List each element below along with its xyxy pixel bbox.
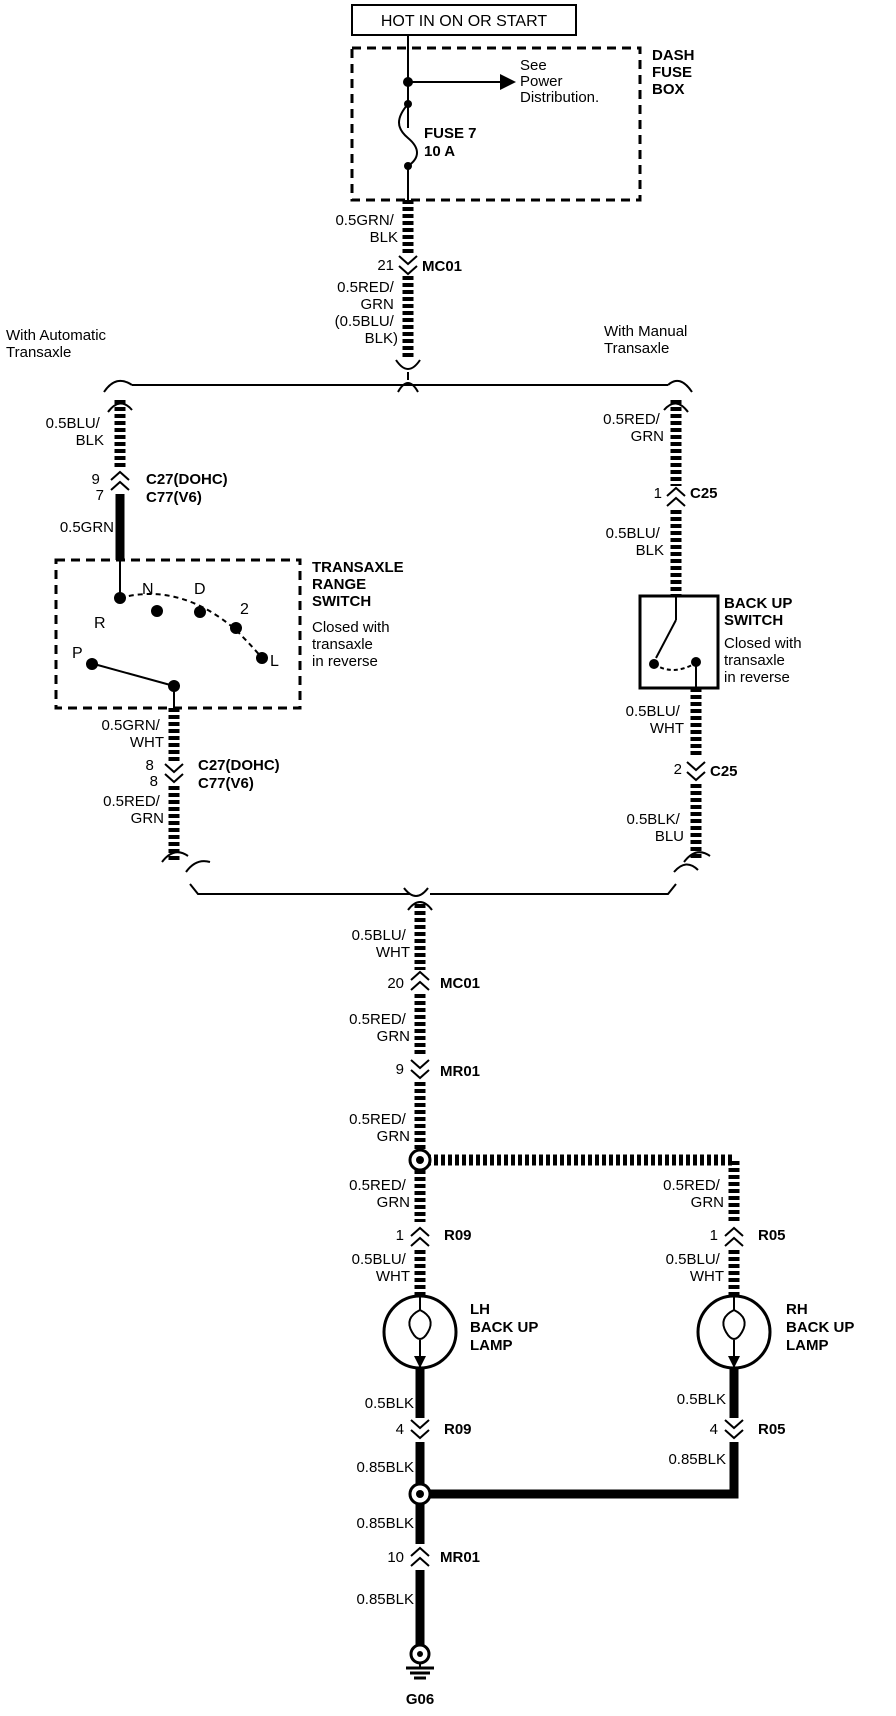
wire-label-085-blk-ground-2: 0.85BLK <box>356 1591 414 1608</box>
pin-10: 10 <box>387 1549 404 1566</box>
position-r-label: R <box>94 615 106 632</box>
position-d-contact <box>194 606 206 618</box>
connector-r09-top <box>410 1226 430 1247</box>
connector-label-r09-bottom: R09 <box>444 1421 472 1438</box>
wire-label-grn-auto: 0.5GRN <box>60 519 114 536</box>
wire-label-red-grn-auto: 0.5RED/ GRN <box>103 793 164 827</box>
connector-label-r05-top: R05 <box>758 1227 786 1244</box>
back-up-switch-outline <box>638 594 720 690</box>
wire-label-red-grn-top: 0.5RED/ GRN (0.5BLU/ BLK) <box>335 279 398 347</box>
connector-mr01-bottom <box>410 1546 430 1567</box>
position-l-contact <box>256 652 268 664</box>
wire-label-red-grn-trunk-1: 0.5RED/ GRN <box>349 1011 410 1045</box>
option-bus-bottom <box>189 883 677 895</box>
wire-label-blu-blk-auto: 0.5BLU/ BLK <box>46 415 104 449</box>
pins-c27-bottom: 8 8 <box>145 757 158 790</box>
position-2-label: 2 <box>240 601 249 618</box>
connector-r09-bottom <box>410 1419 430 1440</box>
position-r-contact <box>114 592 126 604</box>
wire-label-085-blk-lh: 0.85BLK <box>356 1459 414 1476</box>
auto-transaxle-title: With Automatic Transaxle <box>6 327 110 361</box>
position-2-contact <box>230 622 242 634</box>
connector-label-mr01-bottom: MR01 <box>440 1549 480 1566</box>
connector-label-r05-bottom: R05 <box>758 1421 786 1438</box>
back-up-switch-blade <box>655 619 677 659</box>
position-l-label: L <box>270 653 279 670</box>
wire-label-blu-wht-rh: 0.5BLU/ WHT <box>666 1251 724 1285</box>
fuse-label: FUSE 7 10 A <box>424 125 481 160</box>
position-p-contact <box>86 658 98 670</box>
pin-r09-1: 1 <box>396 1227 404 1244</box>
lh-back-up-lamp-icon <box>382 1294 458 1370</box>
range-switch-blade <box>93 663 175 687</box>
wire-085-blk-rh <box>430 1442 739 1499</box>
power-label-box <box>351 4 577 36</box>
wire-label-grn-blk: 0.5GRN/ BLK <box>335 212 398 246</box>
wire-label-085-blk-rh: 0.85BLK <box>668 1451 726 1468</box>
dash-fuse-box-title: DASH FUSE BOX <box>652 47 699 98</box>
connector-r05-top <box>724 1226 744 1247</box>
rh-back-up-lamp-icon <box>696 1294 772 1370</box>
connector-label-c25-bottom: C25 <box>710 763 738 780</box>
wire-label-blu-blk-manual: 0.5BLU/ BLK <box>606 525 664 559</box>
wire-label-red-grn-rh: 0.5RED/ GRN <box>663 1177 724 1211</box>
connector-mr01-top <box>410 1059 430 1080</box>
manual-transaxle-title: With Manual Transaxle <box>604 323 692 357</box>
wire-label-blk-blu-manual: 0.5BLK/ BLU <box>626 811 684 845</box>
connector-c27-c77-top <box>110 470 130 491</box>
power-label: HOT IN ON OR START <box>381 13 547 30</box>
wire-label-blk-rh: 0.5BLK <box>677 1391 726 1408</box>
transaxle-range-switch-title: TRANSAXLE RANGE SWITCH <box>312 559 408 610</box>
lh-lamp-label: LH BACK UP LAMP <box>470 1301 542 1354</box>
wire-label-red-grn-lh: 0.5RED/ GRN <box>349 1177 410 1211</box>
connector-c25-bottom <box>686 761 706 782</box>
wire-label-blu-wht-manual: 0.5BLU/ WHT <box>626 703 684 737</box>
pin-20: 20 <box>387 975 404 992</box>
connector-mc01-bottom <box>410 970 430 991</box>
wire-label-blk-lh: 0.5BLK <box>365 1395 414 1412</box>
pin-r09-4: 4 <box>396 1421 404 1438</box>
connector-label-c27-c77-bottom: C27(DOHC) C77(V6) <box>198 757 284 792</box>
connector-label-c25-top: C25 <box>690 485 718 502</box>
position-p-label: P <box>72 645 83 662</box>
ground-g06-icon <box>406 1643 434 1680</box>
pin-21: 21 <box>377 257 394 274</box>
connector-mc01-top <box>398 255 418 276</box>
transaxle-range-switch-note: Closed with transaxle in reverse <box>312 619 394 670</box>
wire-label-085-blk-ground-1: 0.85BLK <box>356 1515 414 1532</box>
pin-9: 9 <box>396 1061 404 1078</box>
pin-c25-top: 1 <box>654 485 662 502</box>
arrow-right-icon <box>500 74 516 90</box>
fuse-icon <box>398 103 418 167</box>
position-d-label: D <box>194 581 206 598</box>
position-n-label: N <box>142 581 154 598</box>
pin-r05-4: 4 <box>710 1421 718 1438</box>
position-n-contact <box>151 605 163 617</box>
connector-c25-top <box>666 486 686 507</box>
ground-label: G06 <box>406 1691 434 1708</box>
connector-c27-c77-bottom <box>164 763 184 784</box>
connector-r05-bottom <box>724 1419 744 1440</box>
wire-label-blu-wht-trunk: 0.5BLU/ WHT <box>352 927 410 961</box>
connector-label-mc01-top: MC01 <box>422 258 462 275</box>
wire-label-grn-wht-auto: 0.5GRN/ WHT <box>101 717 164 751</box>
rh-lamp-label: RH BACK UP LAMP <box>786 1301 858 1354</box>
dash-fuse-box-outline <box>350 46 642 202</box>
pin-c25-bottom: 2 <box>674 761 682 778</box>
back-up-switch-note: Closed with transaxle in reverse <box>724 635 806 686</box>
back-up-switch-title: BACK UP SWITCH <box>724 595 796 629</box>
wire-label-red-grn-manual: 0.5RED/ GRN <box>603 411 664 445</box>
connector-label-mr01-top: MR01 <box>440 1063 480 1080</box>
wire-label-red-grn-trunk-2: 0.5RED/ GRN <box>349 1111 410 1145</box>
connector-label-c27-c77-top: C27(DOHC) C77(V6) <box>146 471 232 506</box>
connector-label-r09-top: R09 <box>444 1227 472 1244</box>
wire-label-blu-wht-lh: 0.5BLU/ WHT <box>352 1251 410 1285</box>
pins-c27-top: 9 7 <box>91 471 104 504</box>
pin-r05-1: 1 <box>710 1227 718 1244</box>
range-selector-arc <box>119 593 263 659</box>
see-power-distribution: See Power Distribution. <box>520 57 599 106</box>
connector-label-mc01-bottom: MC01 <box>440 975 480 992</box>
